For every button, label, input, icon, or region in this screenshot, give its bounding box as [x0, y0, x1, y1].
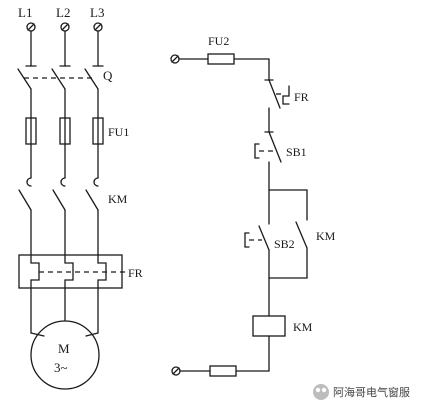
- overload-label: FR: [128, 266, 143, 280]
- contactor-coil-km: [235, 277, 286, 372]
- phase-label-l2: L2: [56, 5, 70, 20]
- aux-contact-km: [295, 221, 308, 249]
- phase-label-l1: L1: [18, 5, 32, 20]
- supply-wires: [30, 30, 99, 67]
- contactor-to-overload-wires: [30, 209, 99, 256]
- motor-name: M: [58, 341, 70, 356]
- fuse-to-contactor-wires: [30, 143, 99, 179]
- aux-contact-label: KM: [316, 229, 336, 243]
- main-fuse-label: FU1: [108, 125, 129, 139]
- control-fuse-label: FU2: [208, 34, 229, 48]
- switch-to-fuse-wires: [30, 88, 99, 119]
- control-wire-top: [233, 58, 270, 81]
- control-top-terminal: [170, 54, 209, 64]
- watermark-logo-icon: [313, 384, 329, 400]
- stop-button-label: SB1: [286, 145, 307, 159]
- watermark-text: 阿海哥电气窗服: [333, 385, 410, 399]
- holding-branch: [268, 189, 308, 279]
- control-bottom-terminal: [171, 365, 237, 377]
- control-fuse-fu2: [207, 53, 235, 65]
- phase-terminals: [26, 22, 103, 32]
- motor-wires: [30, 287, 99, 337]
- phase-label-l3: L3: [90, 5, 104, 20]
- switch-label: Q: [103, 68, 113, 83]
- thermal-overload-fr: [18, 254, 125, 289]
- main-fuses-fu1: [25, 117, 104, 145]
- overload-contact-label: FR: [294, 90, 309, 104]
- motor-symbol: [30, 320, 100, 390]
- start-button-label: SB2: [274, 237, 295, 251]
- coil-label: KM: [293, 320, 313, 334]
- watermark: 阿海哥电气窗服: [313, 384, 410, 400]
- start-button-sb2: [244, 189, 270, 279]
- main-contactor-km: [18, 177, 99, 211]
- stop-button-sb1: [254, 131, 282, 191]
- motor-type: 3~: [54, 360, 68, 375]
- main-switch-q: [17, 65, 104, 90]
- main-contactor-label: KM: [108, 192, 128, 206]
- overload-nc-contact: [264, 79, 290, 133]
